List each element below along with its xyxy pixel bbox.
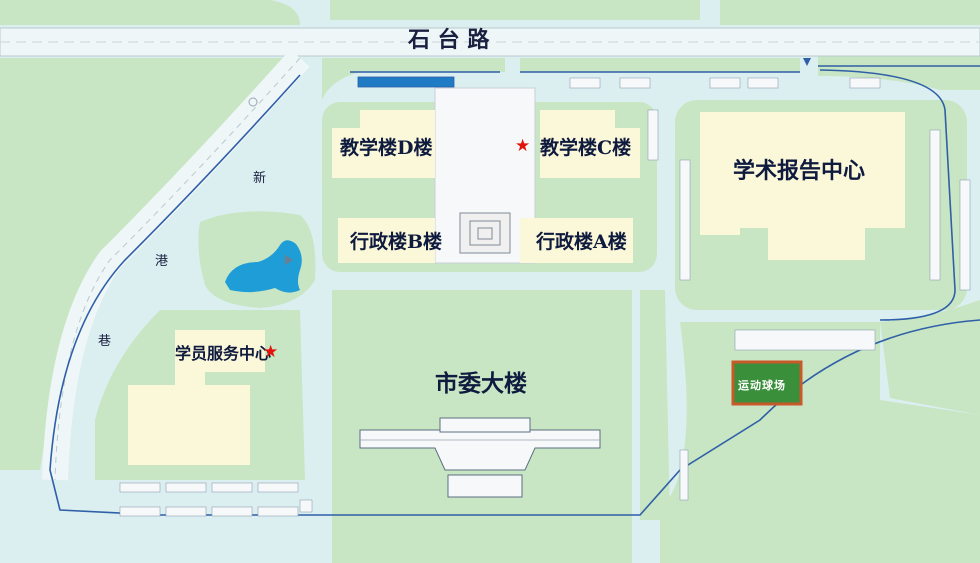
side-road-char-2: 港 [155, 254, 169, 269]
red-star-icon: ★ [263, 342, 279, 362]
label-admin-b: 行政楼B楼 [350, 231, 443, 253]
lawn-west [0, 58, 285, 470]
lawn-top-center [330, 0, 700, 20]
campus-boundary [49, 65, 980, 516]
building-teaching-c-wing [540, 110, 615, 130]
parking-stalls [119, 77, 971, 517]
side-road-centerline [54, 57, 301, 481]
north-gate-bar [357, 76, 455, 88]
building-student-service [128, 330, 265, 465]
fountain-icon [285, 255, 293, 265]
building-teaching-d [332, 128, 435, 178]
lawn-top-left [0, 0, 300, 25]
lawn-east-edge [880, 300, 980, 415]
label-teaching-c: 教学楼C楼 [540, 137, 632, 159]
building-admin-a [520, 218, 633, 263]
plaza-pavilion-core [477, 227, 493, 240]
lawn-north-center [520, 58, 800, 72]
side-road-char-1: 新 [253, 171, 267, 186]
gate-arrow-icon [803, 58, 811, 66]
building-teaching-d-wing [360, 110, 435, 130]
label-teaching-d: 教学楼D楼 [340, 137, 433, 159]
municipal-entrance [447, 474, 523, 498]
label-sports-court: 运动球场 [738, 379, 786, 392]
building-admin-b [338, 218, 435, 263]
municipal-building-top [439, 417, 531, 433]
label-admin-a: 行政楼A楼 [536, 231, 627, 253]
plaza-pavilion-inner [469, 220, 501, 246]
main-road-name: 石 台 路 [408, 27, 490, 53]
building-academic-center [700, 112, 905, 260]
lawn-north-east [818, 50, 980, 90]
lawn-north-west [322, 58, 505, 100]
building-teaching-c [540, 128, 640, 178]
lawn-top-right [720, 0, 980, 25]
label-academic-center: 学术报告中心 [733, 158, 866, 184]
side-road-char-3: 巷 [98, 334, 112, 349]
label-student-service: 学员服务中心 [175, 344, 272, 363]
red-star-icon: ★ [515, 136, 531, 156]
label-municipal-building: 市委大楼 [435, 370, 527, 397]
lamp-icon [248, 97, 258, 107]
pond [225, 240, 302, 293]
lawn-strip [640, 290, 670, 520]
plaza-pavilion [459, 212, 511, 254]
sports-court [731, 360, 803, 406]
